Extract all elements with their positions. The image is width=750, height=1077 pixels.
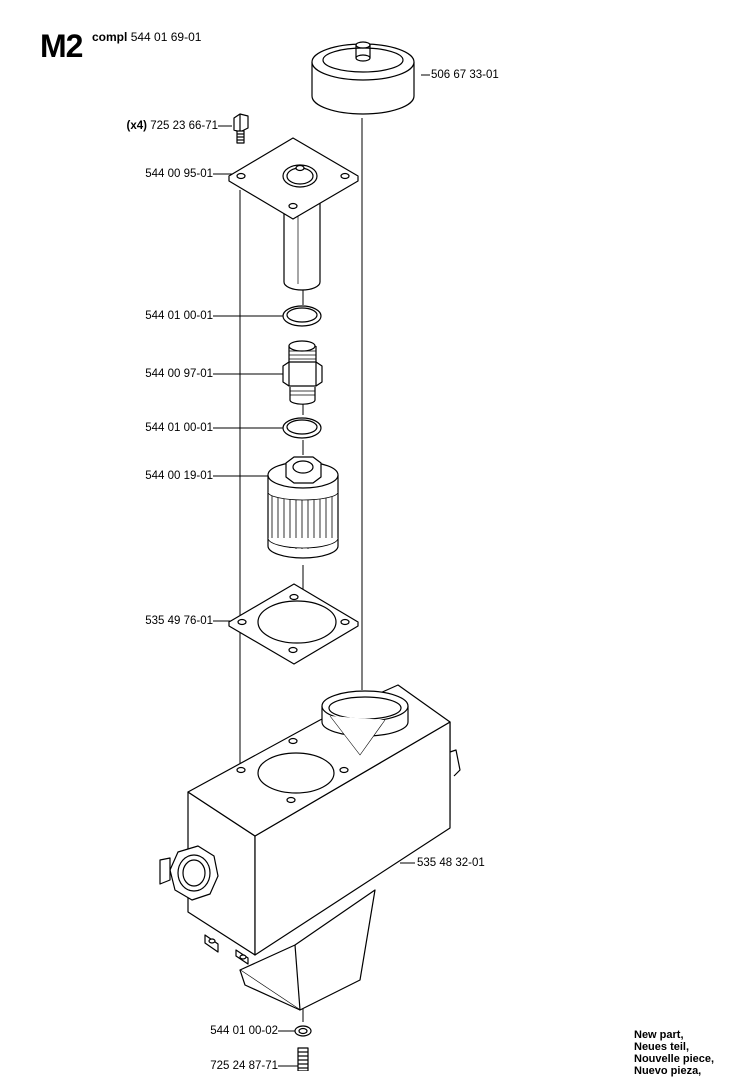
- tank-body-shape: [159, 684, 461, 1011]
- filter-element-shape: [267, 456, 339, 559]
- callout-bolt: (x4) 725 23 66-71: [100, 119, 218, 133]
- legend-line-es: Nuevo pieza,: [634, 1065, 702, 1077]
- compl-label: compl: [92, 30, 128, 44]
- lower-o-ring-shape: [282, 417, 322, 439]
- filler-cap-shape: [311, 41, 415, 115]
- legend-line-en: New part,: [634, 1029, 684, 1041]
- leader-lines: [213, 74, 430, 1067]
- compl-part-number: 544 01 69-01: [130, 30, 202, 44]
- callout-washer: 544 01 00-02: [210, 1025, 278, 1037]
- drain-screw-shape: [297, 1047, 309, 1071]
- callout-tank: 535 48 32-01: [417, 857, 485, 869]
- legend-line-de: Neues teil,: [634, 1041, 690, 1053]
- callout-o-ring-upper: 544 01 00-01: [145, 310, 213, 322]
- tube-flange-shape: [228, 137, 359, 291]
- gasket-shape: [228, 583, 359, 665]
- callout-filter: 544 00 19-01: [145, 470, 213, 482]
- callout-drain-screw: 725 24 87-71: [210, 1060, 278, 1072]
- upper-o-ring-shape: [282, 305, 322, 327]
- legend-line-fr: Nouvelle piece,: [634, 1053, 715, 1065]
- assembly-subtitle: compl 544 01 69-01: [92, 30, 201, 44]
- callout-cap: 506 67 33-01: [431, 69, 499, 81]
- callout-o-ring-lower: 544 01 00-01: [145, 422, 213, 434]
- callout-gasket: 535 49 76-01: [145, 615, 213, 627]
- callout-bolt-number: 725 23 66-71: [150, 120, 218, 132]
- bolt-shape: [233, 113, 249, 144]
- new-part-legend: New part, Neues teil, Nouvelle piece, Nu…: [634, 1029, 714, 1077]
- page-code: M2: [40, 28, 83, 64]
- callout-tube-flange: 544 00 95-01: [145, 168, 213, 180]
- washer-shape: [294, 1025, 312, 1037]
- callout-bolt-qty: (x4): [126, 120, 147, 132]
- callout-nipple: 544 00 97-01: [145, 368, 213, 380]
- nipple-fitting-shape: [282, 340, 323, 405]
